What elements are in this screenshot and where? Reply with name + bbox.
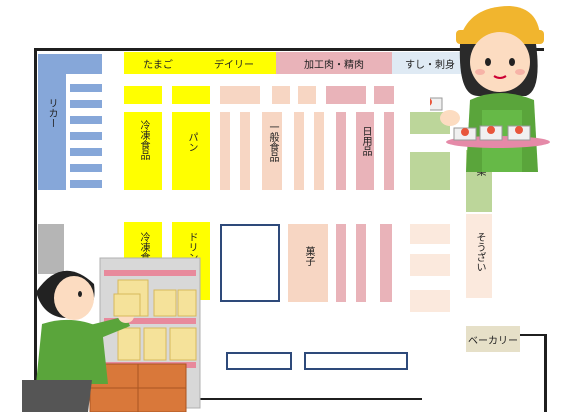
section-eggs: たまご [124, 52, 192, 74]
aisle-bread: パン [172, 112, 210, 190]
shelf-endcap-peach [298, 86, 316, 104]
section-bakery-label: ベーカリー [468, 335, 518, 347]
aisle-frozen-food-top-label: 冷凍食品 [138, 120, 149, 160]
aisle-general-food-shelf [240, 112, 250, 190]
aisle-daily-goods-label: 日用品 [360, 126, 371, 156]
section-liquor-label: リカー [46, 98, 57, 128]
shelf-endcap-yellow [172, 86, 210, 104]
section-processed-meat: 加工肉・精肉 [276, 52, 392, 74]
liquor-shelf [70, 132, 102, 140]
aisle-drinks-label: ドリン [186, 232, 197, 262]
shelf-endcap-peach [272, 86, 290, 104]
aisle-bottom-shelf [336, 224, 346, 302]
aisle-bottom-shelf [356, 224, 366, 302]
aisle-snacks: 菓子 [288, 224, 328, 302]
wall-top [34, 48, 544, 51]
aisle-bread-label: パン [186, 132, 197, 152]
shelf-endcap-yellow [124, 86, 162, 104]
aisle-general-food-shelf [314, 112, 324, 190]
produce-shelf [410, 152, 450, 190]
section-bakery: ベーカリー [466, 326, 520, 352]
liquor-shelf-top [66, 54, 102, 74]
checkout-counter [226, 352, 292, 370]
aisle-daily-goods: 日用品 [356, 112, 374, 190]
liquor-shelf [70, 148, 102, 156]
section-liquor: リカー [38, 54, 66, 190]
aisle-general-food: 一般食品 [262, 112, 282, 190]
section-dairy: デイリー [192, 52, 276, 74]
shelf-endcap-peach [220, 86, 260, 104]
staff-man-illustration [22, 257, 201, 412]
aisle-frozen-food-bottom-label: 冷凍食 [138, 232, 149, 262]
deli-shelf [410, 290, 450, 312]
aisle-general-food-shelf [220, 112, 230, 190]
aisle-general-food-label: 一般食品 [267, 122, 278, 162]
section-sushi-sashimi-label: すし・刺身 [405, 59, 455, 71]
wall-right-lower [544, 334, 547, 412]
produce-shelf [410, 112, 450, 134]
staff-woman-illustration [430, 6, 550, 172]
section-sushi-sashimi: すし・刺身 [392, 52, 468, 74]
wall-left [34, 48, 37, 412]
side-shelf-gray [38, 224, 64, 274]
section-dairy-label: デイリー [214, 59, 254, 71]
liquor-shelf [70, 164, 102, 172]
aisle-snacks-label: 菓子 [303, 246, 314, 266]
section-deli: そうざい [466, 214, 492, 298]
aisle-daily-goods-shelf [336, 112, 346, 190]
wall-right-step [520, 334, 547, 336]
liquor-shelf [70, 100, 102, 108]
shelf-endcap-rose [374, 86, 394, 104]
shelf-endcap-rose [326, 86, 366, 104]
deli-shelf [410, 254, 450, 276]
section-eggs-label: たまご [143, 59, 173, 71]
section-deli-label: そうざい [474, 232, 485, 272]
aisle-general-food-shelf [294, 112, 304, 190]
liquor-shelf [70, 180, 102, 188]
wall-bottom-right [196, 398, 422, 400]
section-processed-meat-label: 加工肉・精肉 [304, 59, 364, 71]
aisle-frozen-food-top: 冷凍食品 [124, 112, 162, 190]
checkout-counter [304, 352, 408, 370]
liquor-shelf [70, 84, 102, 92]
display-area [220, 224, 280, 302]
liquor-shelf [70, 116, 102, 124]
aisle-daily-goods-shelf [384, 112, 394, 190]
aisle-bottom-shelf [380, 224, 392, 302]
deli-shelf [410, 224, 450, 244]
